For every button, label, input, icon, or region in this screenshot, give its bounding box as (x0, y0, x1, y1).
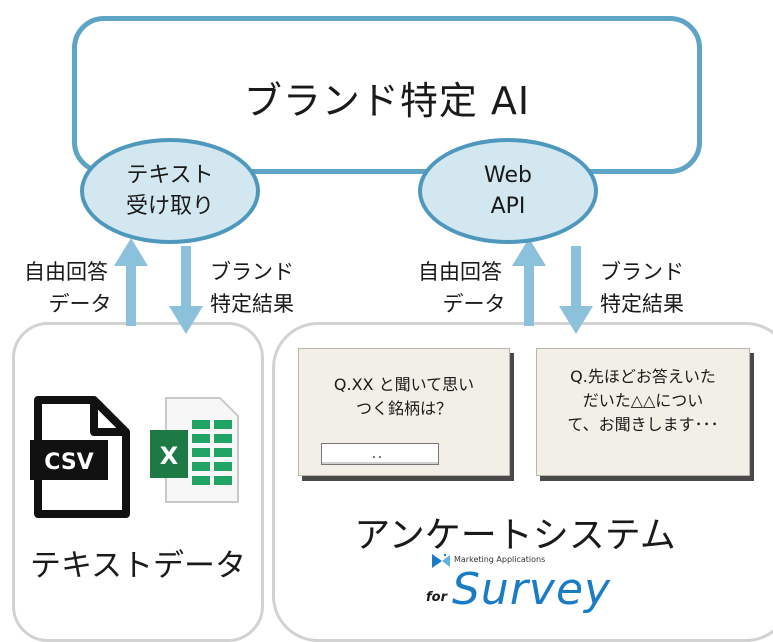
main-title: ブランド特定 AI (243, 79, 531, 123)
survey-question-card-2: Q.先ほどお答えいた だいた△△につい て、お聞きします･･･ (536, 348, 750, 476)
right-up-label-line2: データ (442, 292, 506, 316)
web-api-node: Web API (418, 138, 598, 244)
logo-prefix: for (426, 590, 447, 605)
text-data-label: テキストデータ (29, 548, 247, 584)
left-down-label: ブランド 特定結果 (200, 256, 304, 320)
text-receive-line1: テキスト (126, 163, 214, 188)
right-up-arrow (512, 238, 546, 326)
survey-question-card-1: Q.XX と聞いて思い つく銘柄は？ ．． (298, 348, 510, 476)
left-down-label-line2: 特定結果 (210, 292, 294, 316)
card2-line1: Q.先ほどお答えいた (570, 367, 716, 386)
left-down-arrow (169, 246, 203, 334)
logo-name: Survey (452, 564, 612, 615)
left-up-label-line2: データ (48, 292, 112, 316)
text-receive-node: テキスト 受け取り (80, 138, 260, 244)
left-up-label: 自由回答 データ (14, 256, 118, 320)
right-down-arrow (559, 246, 593, 334)
csv-file-icon: CSV (30, 396, 130, 518)
left-up-arrow (114, 238, 148, 326)
csv-icon-text: CSV (44, 450, 93, 475)
left-down-label-line1: ブランド (210, 260, 294, 284)
web-api-line2: API (490, 194, 526, 219)
excel-file-icon: X (150, 397, 239, 503)
card1-answer-input[interactable]: ．． (321, 443, 439, 465)
survey-logo: Marketing Applications for Survey (420, 552, 620, 622)
right-down-label-line2: 特定結果 (600, 292, 684, 316)
marketing-applications-logo-icon (432, 554, 450, 568)
card1-line1: Q.XX と聞いて思い (333, 375, 475, 394)
survey-system-label: アンケートシステム (354, 515, 676, 556)
excel-icon-text: X (160, 442, 179, 470)
right-down-label-line1: ブランド (600, 260, 684, 284)
logo-small-text: Marketing Applications (454, 555, 546, 564)
right-up-label-line1: 自由回答 (418, 260, 502, 284)
web-api-line1: Web (484, 163, 532, 188)
text-receive-line2: 受け取り (125, 194, 214, 219)
right-up-label: 自由回答 データ (408, 256, 512, 320)
card1-line2: つく銘柄は？ (355, 399, 452, 418)
card2-line2: だいた△△につい (582, 391, 704, 410)
right-down-label: ブランド 特定結果 (590, 256, 694, 320)
card2-line3: て、お聞きします･･･ (567, 415, 719, 434)
left-up-label-line1: 自由回答 (24, 260, 108, 284)
